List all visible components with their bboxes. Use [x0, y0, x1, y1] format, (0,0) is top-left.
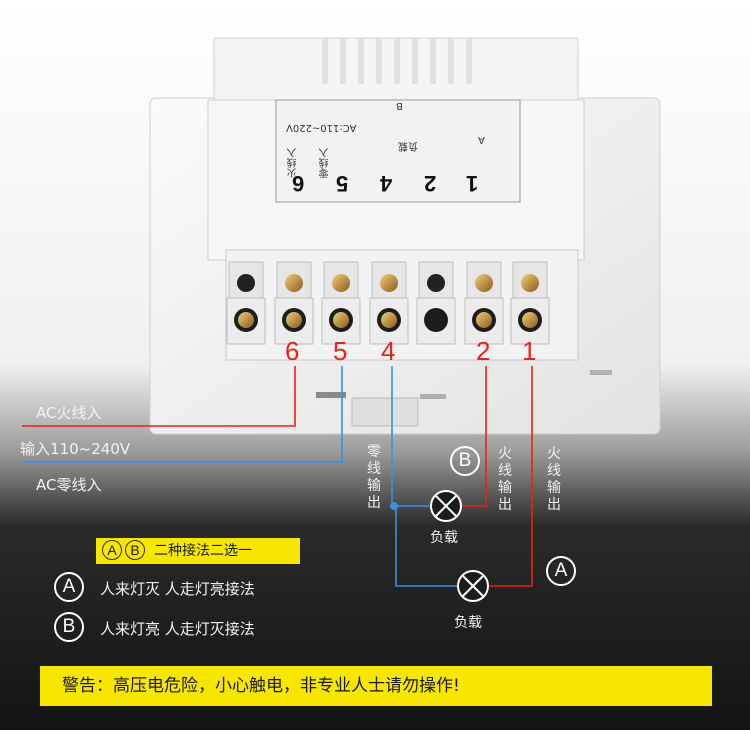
lamp-a — [457, 570, 489, 602]
terminal-screw-top — [475, 274, 493, 292]
housing-rib — [376, 38, 382, 84]
fire-out-a-wire — [488, 366, 533, 587]
terminal-screw-bottom — [381, 312, 397, 328]
load-a-label: 负载 — [454, 615, 482, 631]
banner-circle-b: B — [125, 540, 145, 560]
terminal-label-1: 1 — [522, 336, 537, 366]
method-a-text: 人来灯灭 人走灯亮接法 — [100, 580, 255, 598]
terminal-screw-top — [285, 274, 303, 292]
plate-clip — [351, 397, 419, 427]
fire-out-b-wire — [462, 366, 487, 507]
panel-zero-in: 零线入 — [320, 148, 331, 178]
wires — [22, 366, 533, 602]
terminal-screw-top — [427, 274, 445, 292]
housing-rib — [394, 38, 400, 84]
plate-slot-right — [590, 370, 612, 375]
housing-rib — [448, 38, 454, 84]
plate-slot-left — [316, 392, 346, 398]
wire-junction — [390, 502, 398, 510]
terminal-screws — [226, 261, 550, 345]
panel-circle-a: A — [478, 134, 485, 145]
fire-out-a-label: 火线输出 — [547, 446, 561, 513]
terminal-screw-bottom — [286, 312, 302, 328]
housing-rib — [358, 38, 364, 84]
terminal-label-5: 5 — [333, 336, 348, 366]
zero-out-label: 零线输出 — [367, 444, 381, 511]
terminal-screw-bottom — [476, 312, 492, 328]
panel-terminal-5: 5 — [336, 171, 349, 196]
warning-banner: 警告：高压电危险，小心触电，非专业人士请勿操作! — [40, 666, 712, 706]
input-voltage-label: 输入110~240V — [20, 440, 131, 458]
terminal-screw-top — [237, 274, 255, 292]
terminal-screw-bottom — [333, 312, 349, 328]
terminal-cell — [466, 261, 502, 301]
panel-terminal-6: 6 — [292, 171, 305, 196]
legend-circle-b: B — [54, 612, 84, 642]
housing-rib — [340, 38, 346, 84]
method-b-text: 人来灯亮 人走灯灭接法 — [100, 620, 255, 638]
plate-slot-mid — [420, 394, 446, 399]
terminal-hole — [424, 308, 448, 332]
terminal-screw-top — [332, 274, 350, 292]
housing-rib — [466, 38, 472, 84]
banner-circle-a: A — [102, 540, 122, 560]
lamp-cross — [435, 495, 457, 517]
housing-ribs — [322, 38, 472, 84]
two-methods-text: 二种接法二选一 — [154, 543, 252, 559]
panel-voltage: AC:110~220V — [286, 122, 357, 133]
lamp-cross — [462, 575, 484, 597]
method-a-marker: A — [546, 556, 576, 586]
label-panel — [275, 99, 521, 203]
terminal-screw-top — [380, 274, 398, 292]
lamp-b — [430, 490, 462, 522]
terminal-label-6: 6 — [285, 336, 300, 366]
load-b-label: 负载 — [430, 530, 458, 546]
housing-rib — [322, 38, 328, 84]
ac-fire-in-label: AC火线入 — [36, 404, 102, 422]
panel-terminal-2: 2 — [424, 171, 437, 196]
zero-in-wire — [22, 366, 343, 463]
panel-load: 负载 — [398, 140, 418, 151]
terminal-label-4: 4 — [381, 336, 396, 366]
terminal-cell — [416, 297, 456, 345]
fire-out-b-label: 火线输出 — [498, 446, 512, 513]
ac-zero-in-label: AC零线入 — [36, 476, 102, 494]
panel-circle-b: B — [396, 100, 403, 111]
terminal-screw-bottom — [238, 312, 254, 328]
terminal-label-2: 2 — [476, 336, 491, 366]
fire-in-wire — [22, 366, 296, 427]
terminal-screw-bottom — [522, 312, 538, 328]
legend-circle-a: A — [54, 572, 84, 602]
housing-rib — [430, 38, 436, 84]
method-b-marker: B — [450, 446, 480, 476]
terminal-screw-top — [521, 274, 539, 292]
housing-rib — [412, 38, 418, 84]
panel-terminal-4: 4 — [380, 171, 393, 196]
panel-terminal-1: 1 — [466, 171, 479, 196]
